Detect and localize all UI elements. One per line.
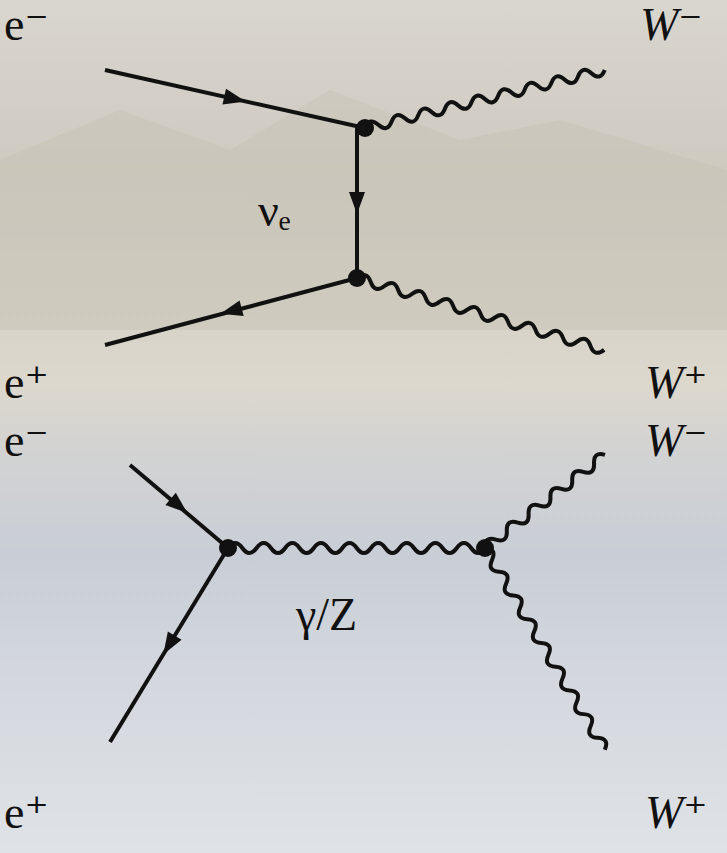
particle-label: e⁻ — [4, 418, 49, 464]
w-boson-wave — [356, 273, 606, 354]
w-boson-wave — [481, 545, 609, 752]
vertex-dot — [476, 539, 494, 557]
electron-line — [130, 465, 228, 548]
vertex-dot — [219, 539, 237, 557]
fermion-arrow — [218, 300, 243, 321]
particle-label: e⁺ — [4, 790, 49, 836]
w-boson-wave — [364, 65, 606, 133]
fermion-arrow — [349, 192, 365, 214]
particle-label: W⁺ — [645, 360, 708, 406]
fermion-arrow — [165, 493, 192, 519]
vertex-dot — [348, 269, 366, 287]
particle-label: W⁻ — [640, 2, 703, 48]
particle-label: e⁻ — [4, 2, 49, 48]
particle-label: e⁺ — [4, 360, 49, 406]
positron-line — [105, 278, 357, 345]
photon-z-wave — [228, 543, 485, 553]
w-boson-wave — [482, 451, 608, 552]
propagator-label: γ/Z — [296, 592, 357, 638]
positron-line — [110, 548, 228, 742]
particle-label: W⁺ — [645, 790, 708, 836]
vertex-dot — [356, 119, 374, 137]
electron-line — [105, 70, 365, 128]
fermion-arrow — [156, 631, 181, 658]
particle-label: W⁻ — [645, 418, 708, 464]
fermion-arrow — [223, 89, 248, 109]
background-hills — [0, 90, 727, 330]
propagator-label: νₑ — [258, 188, 291, 234]
